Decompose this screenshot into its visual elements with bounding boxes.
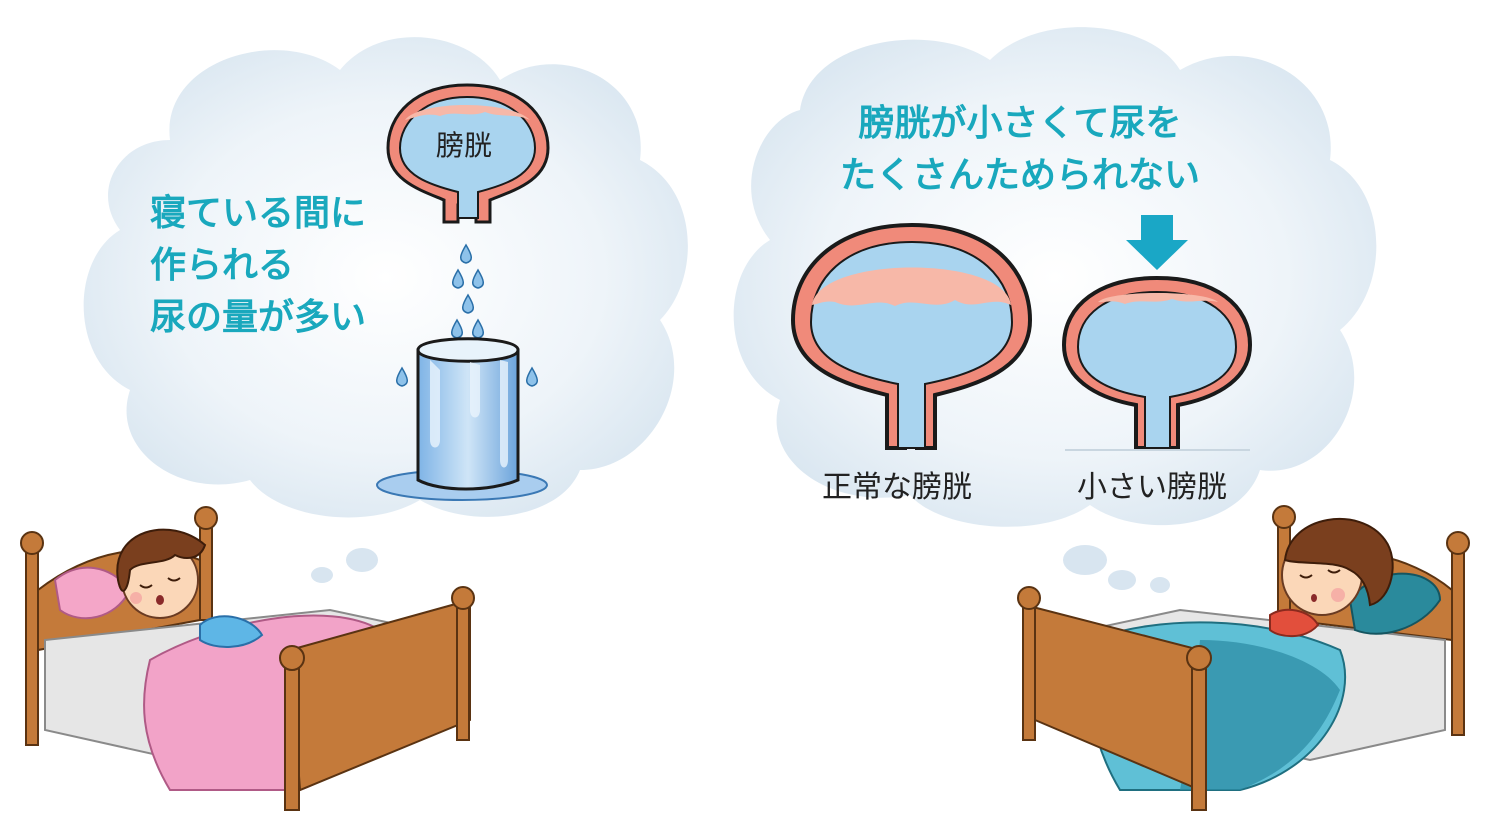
normal-bladder-label: 正常な膀胱 (822, 470, 972, 505)
normal-bladder-icon (790, 222, 1033, 450)
left-caption-line-3: 尿の量が多い (150, 297, 367, 338)
bladder-label: 膀胱 (436, 129, 493, 162)
melting-candle (376, 337, 548, 501)
girl-in-bed (20, 506, 475, 811)
left-caption-line-2: 作られる (150, 245, 295, 286)
boy-in-bed (1017, 505, 1470, 811)
small-bladder-label: 小さい膀胱 (1077, 470, 1227, 505)
right-caption-line-1: 膀胱が小さくて尿を (858, 103, 1182, 144)
down-arrow-icon (1126, 215, 1188, 270)
right-caption-line-2: たくさんためられない (839, 155, 1200, 196)
bladder-icon (386, 83, 550, 224)
left-caption-line-1: 寝ている間に (150, 193, 367, 234)
small-bladder-icon (1061, 275, 1253, 451)
